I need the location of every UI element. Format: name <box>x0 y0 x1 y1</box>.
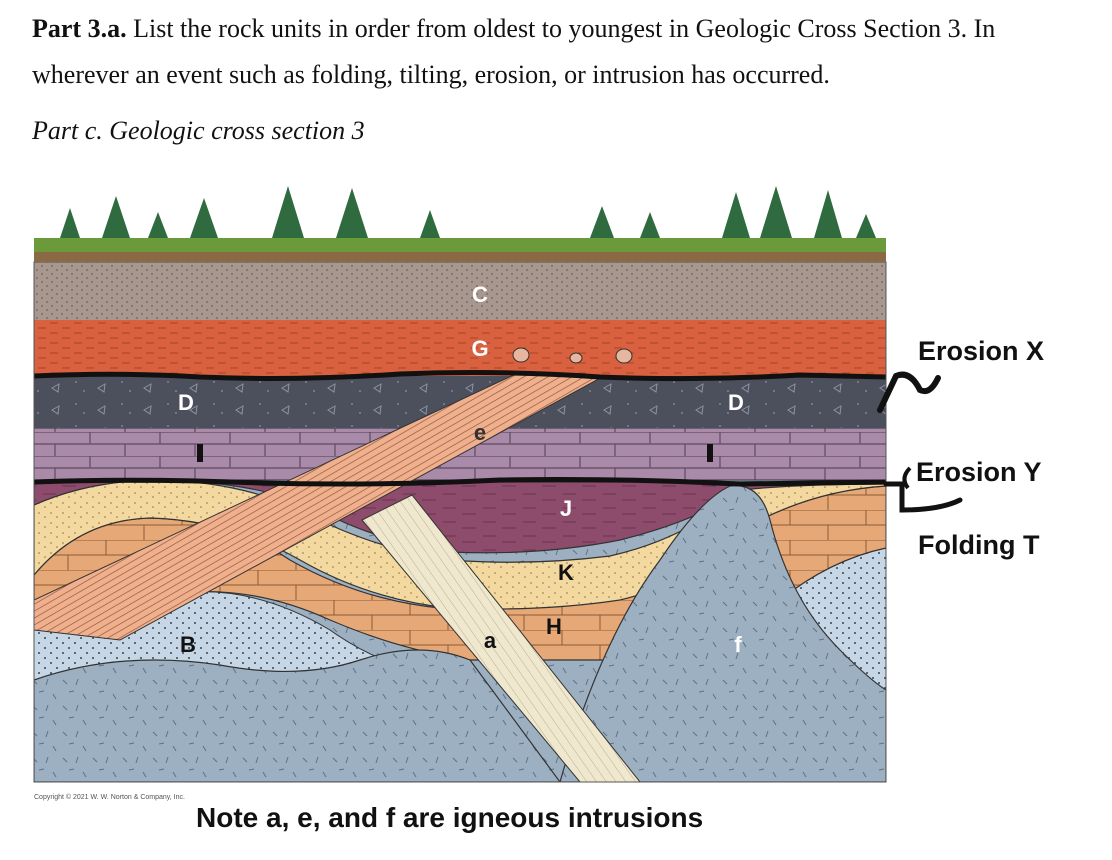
folding-t-label: Folding T <box>918 530 1040 560</box>
dike-a <box>361 494 641 782</box>
question-text: Part 3.a. List the rock units in order f… <box>32 6 1112 98</box>
copyright-text: Copyright © 2021 W. W. Norton & Company,… <box>34 794 185 801</box>
unit-label-C: C <box>472 282 488 307</box>
tree-icon <box>640 212 660 238</box>
unit-label-J: J <box>560 496 572 521</box>
question-line-1: Part 3.a. List the rock units in order f… <box>32 6 1112 52</box>
part-label: Part 3.a. <box>32 14 127 43</box>
section-title: Part c. Geologic cross section 3 <box>32 116 365 145</box>
soil-layer <box>34 252 886 262</box>
intrusion-f <box>559 485 886 782</box>
tree-icon <box>60 208 80 238</box>
tree-icon <box>190 198 218 238</box>
pebble <box>512 347 530 363</box>
tree-icon <box>272 186 304 238</box>
unit-label-I-bar <box>707 444 713 462</box>
pebble <box>569 352 583 364</box>
unit-label-G: G <box>471 336 488 361</box>
erosion-y-marker <box>883 481 963 513</box>
tree-icon <box>420 210 440 238</box>
question-line-2: wherever an event such as folding, tilti… <box>32 60 830 89</box>
strata-group <box>34 262 886 782</box>
unit-label-H: H <box>546 614 562 639</box>
erosion-surface-x <box>34 370 886 382</box>
erosion-surface-y <box>34 477 886 487</box>
unit-label-e: e <box>474 420 486 445</box>
unit-label-f: f <box>734 632 742 657</box>
erosion-y-bracket <box>902 466 912 490</box>
tree-icons <box>60 186 876 238</box>
tree-icon <box>760 186 792 238</box>
unit-C-texture <box>34 262 886 320</box>
unit-label-D: D <box>728 390 744 415</box>
pebble <box>615 348 633 364</box>
tree-icon <box>856 214 876 238</box>
unit-label-a: a <box>484 628 497 653</box>
erosion-x-label: Erosion X <box>918 336 1045 366</box>
erosion-x-marker <box>877 371 941 413</box>
note-text: Note a, e, and f are igneous intrusions <box>196 802 704 833</box>
question-line-1-text: List the rock units in order from oldest… <box>126 14 996 43</box>
grass-layer <box>34 238 886 252</box>
unit-label-D: D <box>178 390 194 415</box>
erosion-y-label: Erosion Y <box>916 457 1042 487</box>
tree-icon <box>814 190 842 238</box>
tree-icon <box>148 212 168 238</box>
tree-icon <box>722 192 750 238</box>
tree-icon <box>102 196 130 238</box>
unit-labels: CGDDeIIJKHaBf <box>178 282 744 657</box>
lower-basement <box>34 649 561 782</box>
tree-icon <box>336 188 368 238</box>
unit-G-texture <box>34 320 886 376</box>
unit-label-I-bar <box>197 444 203 462</box>
tree-icon <box>590 206 614 238</box>
unit-label-B: B <box>180 632 196 657</box>
unit-label-K: K <box>558 560 574 585</box>
